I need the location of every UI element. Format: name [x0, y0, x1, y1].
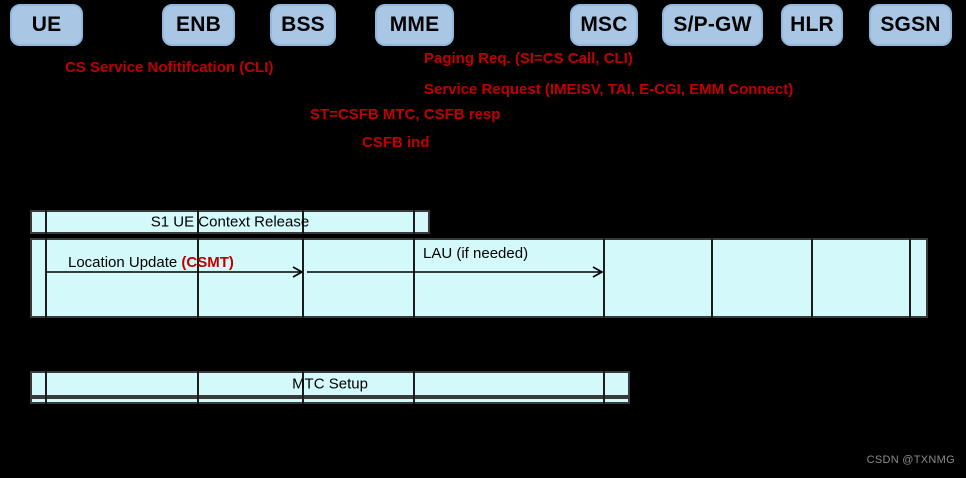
annotation-st-csfb-mtc-resp: ST=CSFB MTC, CSFB resp [310, 106, 501, 123]
lifeline-tick [603, 397, 605, 404]
msg-text: Location Update [68, 254, 182, 271]
entity-box-sgsn: SGSN [869, 4, 952, 46]
lifeline-tick [45, 210, 47, 234]
s1-ue-context-release-bar-label: S1 UE Context Release [150, 213, 310, 231]
entity-box-s-p-gw: S/P-GW [662, 4, 763, 46]
entity-label: BSS [281, 13, 325, 36]
entity-box-bss: BSS [270, 4, 336, 46]
lifeline-tick [413, 210, 415, 234]
main-band [30, 238, 928, 318]
lifeline-tick [302, 210, 304, 234]
entity-label: MSC [580, 13, 628, 36]
lifeline-tick [302, 371, 304, 397]
entity-box-hlr: HLR [781, 4, 843, 46]
msg-text-highlight: (CSMT) [181, 254, 234, 271]
entity-box-ue: UE [10, 4, 83, 46]
lifeline-tick [413, 238, 415, 318]
lifeline-tick [197, 210, 199, 234]
mtc-setup-bar-label: MTC Setup [292, 375, 368, 393]
lifeline-tick [45, 371, 47, 397]
lifeline-tick [811, 238, 813, 318]
mtc-setup-strip [30, 397, 630, 404]
entity-label: UE [31, 13, 62, 36]
lifeline-tick [197, 238, 199, 318]
entity-label: MME [389, 13, 440, 36]
lifeline-tick [197, 397, 199, 404]
annotation-paging-req: Paging Req. (SI=CS Call, CLI) [424, 50, 633, 67]
lau-msg-label: LAU (if needed) [423, 245, 528, 262]
lifeline-tick [603, 371, 605, 397]
s1-ue-context-release-bar: S1 UE Context Release [30, 210, 430, 234]
annotation-service-request: Service Request (IMEISV, TAI, E-CGI, EMM… [424, 81, 794, 98]
annotation-csfb-ind: CSFB ind [362, 134, 430, 151]
entity-label: ENB [176, 13, 221, 36]
mtc-setup-bar: MTC Setup [30, 371, 630, 397]
entity-box-msc: MSC [570, 4, 638, 46]
entity-box-mme: MME [375, 4, 454, 46]
entity-label: HLR [790, 13, 834, 36]
lifeline-tick [45, 397, 47, 404]
lifeline-tick [45, 238, 47, 318]
lifeline-tick [413, 371, 415, 397]
lifeline-tick [909, 238, 911, 318]
msg-text: LAU (if needed) [423, 245, 529, 262]
lifeline-tick [413, 397, 415, 404]
location-update-msg-label: Location Update (CSMT) [68, 254, 234, 271]
entity-label: S/P-GW [673, 13, 752, 36]
watermark: CSDN @TXNMG [866, 454, 955, 466]
lifeline-tick [197, 371, 199, 397]
annotation-cs-service-notification: CS Service Nofitifcation (CLI) [65, 59, 274, 76]
lifeline-tick [711, 238, 713, 318]
entity-box-enb: ENB [162, 4, 235, 46]
lifeline-tick [302, 397, 304, 404]
entity-label: SGSN [880, 13, 941, 36]
lifeline-tick [603, 238, 605, 318]
lifeline-tick [302, 238, 304, 318]
